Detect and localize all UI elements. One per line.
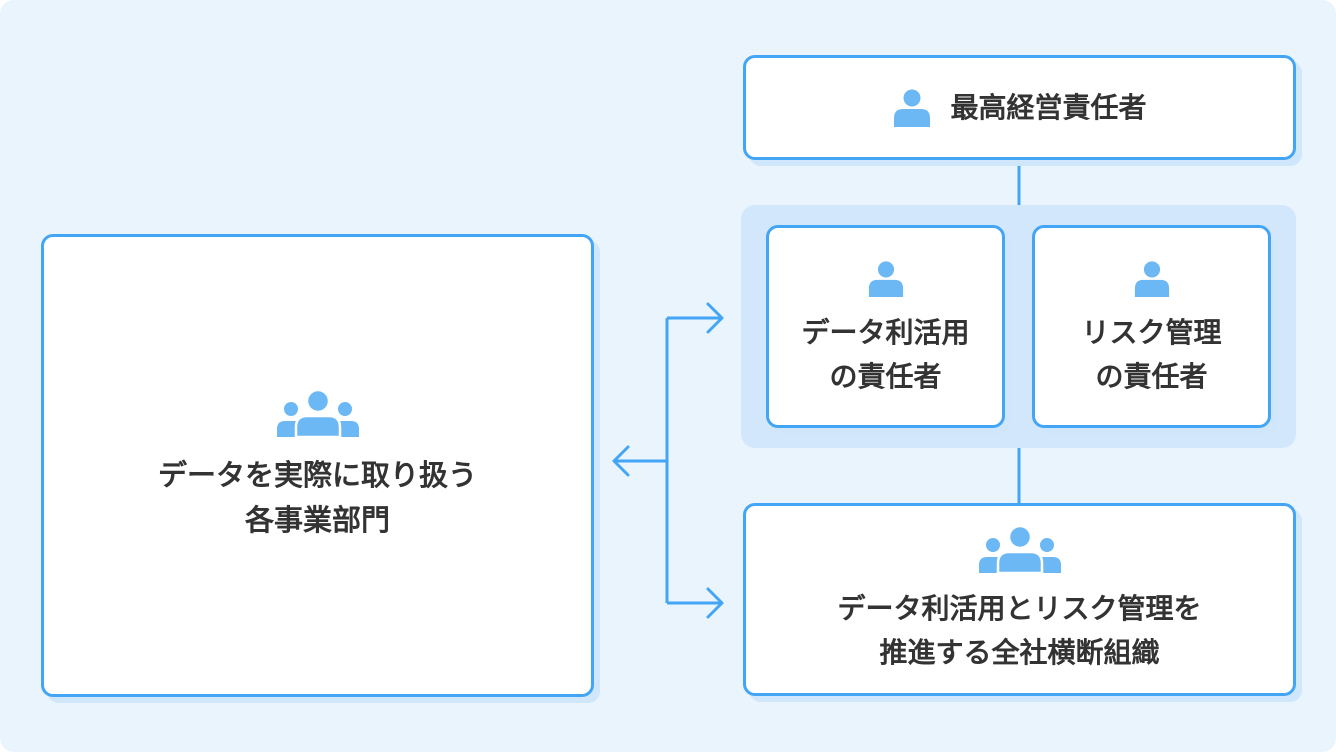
cross-org-node: データ利活用とリスク管理を 推進する全社横断組織 [743, 503, 1296, 696]
business-departments-node: データを実際に取り扱う 各事業部門 [41, 234, 594, 697]
group-icon [276, 388, 359, 437]
person-icon [892, 87, 932, 128]
group-icon [978, 525, 1061, 574]
business-departments-label: データを実際に取り扱う 各事業部門 [157, 457, 477, 537]
cross-org-label: データ利活用とリスク管理を 推進する全社横断組織 [837, 592, 1202, 669]
data-utilization-owner-node: データ利活用 の責任者 [766, 225, 1005, 428]
person-icon [867, 259, 905, 298]
arrowhead-to-owners [706, 302, 724, 334]
person-icon [1133, 259, 1171, 298]
arrowhead-to-crossorg [706, 587, 724, 619]
arrowhead-to-departments [612, 445, 630, 477]
ceo-node: 最高経営責任者 [743, 55, 1296, 160]
risk-management-owner-label: リスク管理 の責任者 [1081, 316, 1222, 393]
data-utilization-owner-label: データ利活用 の責任者 [801, 316, 970, 393]
ceo-label: 最高経営責任者 [950, 90, 1147, 124]
risk-management-owner-node: リスク管理 の責任者 [1032, 225, 1271, 428]
